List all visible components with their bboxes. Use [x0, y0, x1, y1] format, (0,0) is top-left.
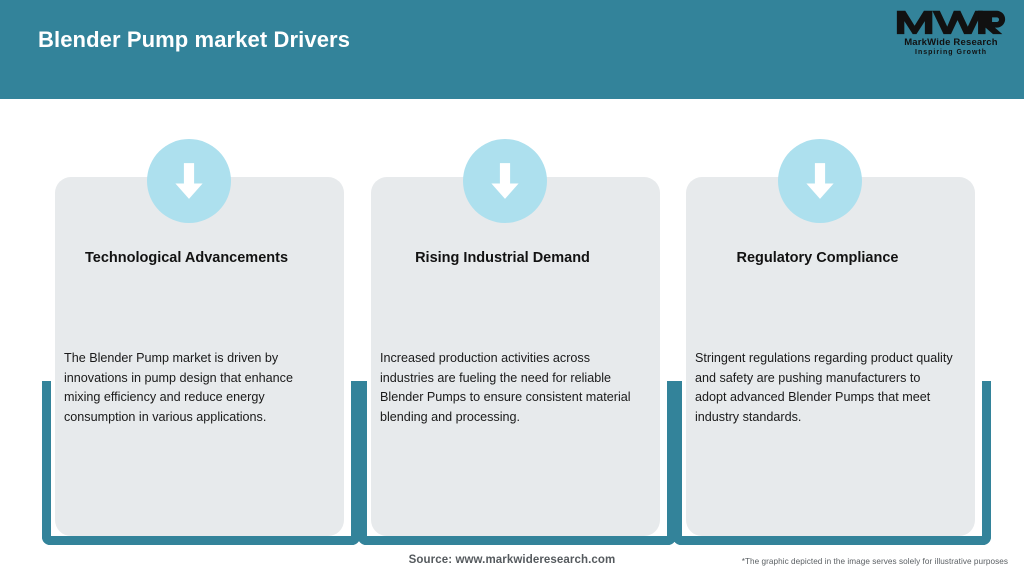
source-label: Source: www.markwideresearch.com [408, 554, 616, 566]
company-logo: MarkWide Research Inspiring Growth [892, 8, 1010, 60]
logo-tagline: Inspiring Growth [915, 49, 987, 56]
card-description: The Blender Pump market is driven by inn… [64, 351, 293, 424]
arrow-down-icon [778, 139, 862, 223]
arrow-down-icon [463, 139, 547, 223]
card-surface [371, 177, 660, 536]
driver-card-1[interactable]: Technological Advancements The Blender P… [42, 99, 360, 576]
drivers-card-row: Technological Advancements The Blender P… [0, 99, 1024, 576]
card-description: Stringent regulations regarding product … [695, 351, 953, 424]
card-surface [686, 177, 975, 536]
card-title: Rising Industrial Demand [415, 250, 590, 266]
card-accent-frame [42, 381, 360, 545]
page-title: Blender Pump market Drivers [38, 27, 351, 52]
card-title: Regulatory Compliance [736, 250, 899, 266]
card-accent-frame [673, 381, 991, 545]
card-title: Technological Advancements [84, 250, 289, 266]
card-accent-frame [358, 381, 676, 545]
arrow-down-icon [147, 139, 231, 223]
disclaimer-text: *The graphic depicted in the image serve… [741, 557, 1008, 566]
driver-card-3[interactable]: Regulatory Compliance Stringent regulati… [673, 99, 991, 576]
card-description: Increased production activities across i… [380, 351, 631, 424]
driver-card-2[interactable]: Rising Industrial Demand Increased produ… [358, 99, 676, 576]
card-surface [55, 177, 344, 536]
logo-company-name: MarkWide Research [904, 37, 998, 48]
header-band [0, 0, 1024, 99]
mwr-monogram-icon [896, 10, 1006, 35]
